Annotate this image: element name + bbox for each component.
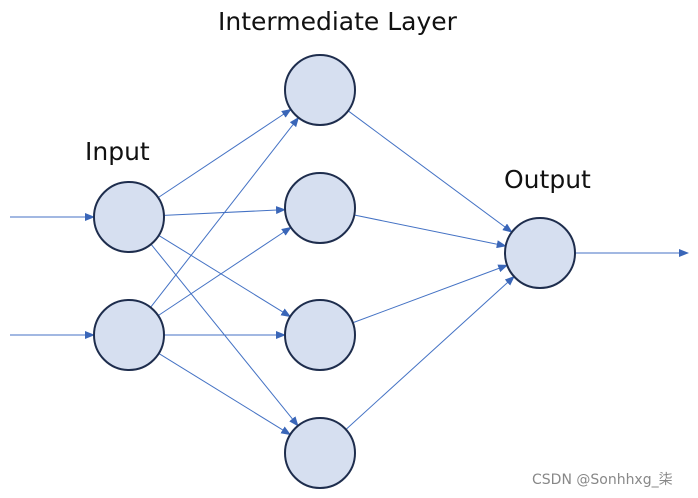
- input-node-1: [93, 181, 165, 253]
- edge-hidden2-output1: [354, 214, 507, 249]
- hidden-node-1: [284, 54, 356, 126]
- hidden-node-4: [284, 417, 356, 489]
- output-layer-label: Output: [504, 165, 591, 194]
- watermark: CSDN @Sonhhxg_柒: [532, 472, 673, 488]
- edge-hidden1-output1: [347, 110, 513, 233]
- intermediate-layer-label: Intermediate Layer: [218, 7, 458, 36]
- edge-input2-hidden4: [158, 352, 292, 436]
- input-layer-label: Input: [85, 137, 150, 166]
- edge-input1-hidden1: [157, 108, 292, 199]
- output-node-1: [504, 217, 576, 289]
- neurons: [93, 54, 576, 489]
- input-node-2: [93, 299, 165, 371]
- edge-hidden3-output1: [352, 264, 509, 324]
- hidden-node-3: [284, 299, 356, 371]
- edge-input2-hidden1: [150, 116, 300, 308]
- hidden-node-2: [284, 172, 356, 244]
- edge-hidden4-output1: [345, 275, 515, 430]
- connections: [10, 108, 689, 436]
- edge-input1-hidden3: [158, 234, 292, 318]
- edge-input2-hidden2: [157, 226, 292, 317]
